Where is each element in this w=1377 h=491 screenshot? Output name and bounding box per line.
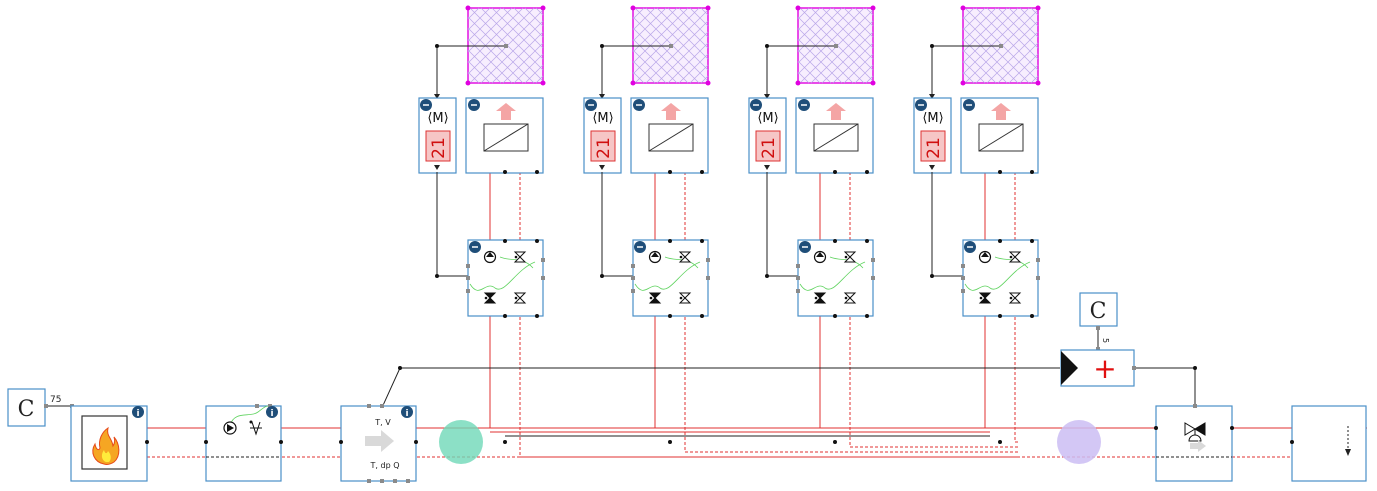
heat-up-arrow-icon xyxy=(826,103,846,120)
valve-assembly-block[interactable] xyxy=(466,239,545,318)
radiator-block[interactable] xyxy=(630,97,709,174)
valve-assembly-block[interactable] xyxy=(631,239,710,318)
sum-block[interactable]: + xyxy=(1060,349,1197,406)
svg-text:i: i xyxy=(405,409,408,419)
sensor-bottom-labels: T, dp Q xyxy=(370,461,400,470)
setpoint-label: 21 xyxy=(759,137,779,159)
valve-icon xyxy=(678,292,692,299)
radiator-block[interactable] xyxy=(795,97,874,174)
setpoint-label: 21 xyxy=(924,137,944,159)
svg-text:i: i xyxy=(136,409,139,419)
valve-icon xyxy=(513,292,527,299)
controller-symbol: ⟨M⟩ xyxy=(922,111,943,126)
input-triangle-icon xyxy=(1061,351,1078,385)
setpoint-label: 21 xyxy=(594,137,614,159)
radiator-block[interactable] xyxy=(465,97,544,174)
valve-icon xyxy=(483,292,497,299)
controller-symbol: ⟨M⟩ xyxy=(592,111,613,126)
svg-text:i: i xyxy=(270,409,273,419)
header-junctions xyxy=(503,440,1002,444)
setpoint-label: 21 xyxy=(429,137,449,159)
valve-icon xyxy=(978,292,992,299)
valve-icon xyxy=(1008,251,1022,258)
zone-3: ⟨M⟩ 21 xyxy=(748,5,876,318)
return-node[interactable] xyxy=(1057,420,1101,464)
zone-1: ⟨M⟩ 21 xyxy=(418,5,546,318)
sensor-top-labels: T, V xyxy=(374,418,391,427)
thermostat-block[interactable]: ⟨M⟩ 21 xyxy=(418,97,457,174)
radiator-block[interactable] xyxy=(960,97,1039,174)
thermostat-block[interactable]: ⟨M⟩ 21 xyxy=(913,97,952,174)
valve-icon xyxy=(513,251,527,258)
valve-icon xyxy=(648,292,662,299)
valve-icon xyxy=(1184,422,1206,452)
controller-symbol: ⟨M⟩ xyxy=(757,111,778,126)
room-block[interactable] xyxy=(795,5,876,86)
left-constant-param: 75 xyxy=(50,395,61,405)
pump-icon xyxy=(223,421,237,435)
valve-icon xyxy=(1008,292,1022,299)
pump-check-valve-block[interactable]: i xyxy=(204,404,283,482)
left-constant-value: C xyxy=(18,397,35,422)
top-constant-value: C xyxy=(1090,299,1107,324)
left-constant-block[interactable]: C 75 xyxy=(7,388,81,427)
top-constant-block[interactable]: C 5 xyxy=(1079,292,1118,351)
zone-4: ⟨M⟩ 21 xyxy=(913,5,1041,318)
branch-pipes xyxy=(489,172,1020,458)
heat-up-arrow-icon xyxy=(496,103,516,120)
info-icon[interactable] xyxy=(266,406,278,418)
sensor-signal-line xyxy=(379,366,1060,413)
valve-icon xyxy=(843,251,857,258)
supply-node[interactable] xyxy=(439,420,483,464)
valve-icon xyxy=(843,292,857,299)
valve-assembly-block[interactable] xyxy=(961,239,1040,318)
heat-up-arrow-icon xyxy=(661,103,681,120)
add-icon: + xyxy=(1093,352,1116,385)
flow-sensor-block[interactable]: T, V T, dp Q i xyxy=(339,404,418,483)
top-constant-param: 5 xyxy=(1101,338,1110,343)
thermostat-block[interactable]: ⟨M⟩ 21 xyxy=(748,97,787,174)
valve-icon xyxy=(678,251,692,258)
flame-icon xyxy=(92,426,120,465)
controller-symbol: ⟨M⟩ xyxy=(427,111,448,126)
valve-assembly-block[interactable] xyxy=(796,239,875,318)
outlet-block[interactable] xyxy=(1290,405,1367,482)
flow-arrow-icon xyxy=(365,430,394,452)
heat-up-arrow-icon xyxy=(991,103,1011,120)
zone-2: ⟨M⟩ 21 xyxy=(583,5,711,318)
mixing-valve-block[interactable] xyxy=(1154,404,1234,482)
check-valve-icon xyxy=(249,420,262,436)
thermostat-block[interactable]: ⟨M⟩ 21 xyxy=(583,97,622,174)
info-icon[interactable] xyxy=(132,406,144,418)
valve-icon xyxy=(813,292,827,299)
info-icon[interactable] xyxy=(401,406,413,418)
boiler-block[interactable]: i xyxy=(70,405,149,482)
